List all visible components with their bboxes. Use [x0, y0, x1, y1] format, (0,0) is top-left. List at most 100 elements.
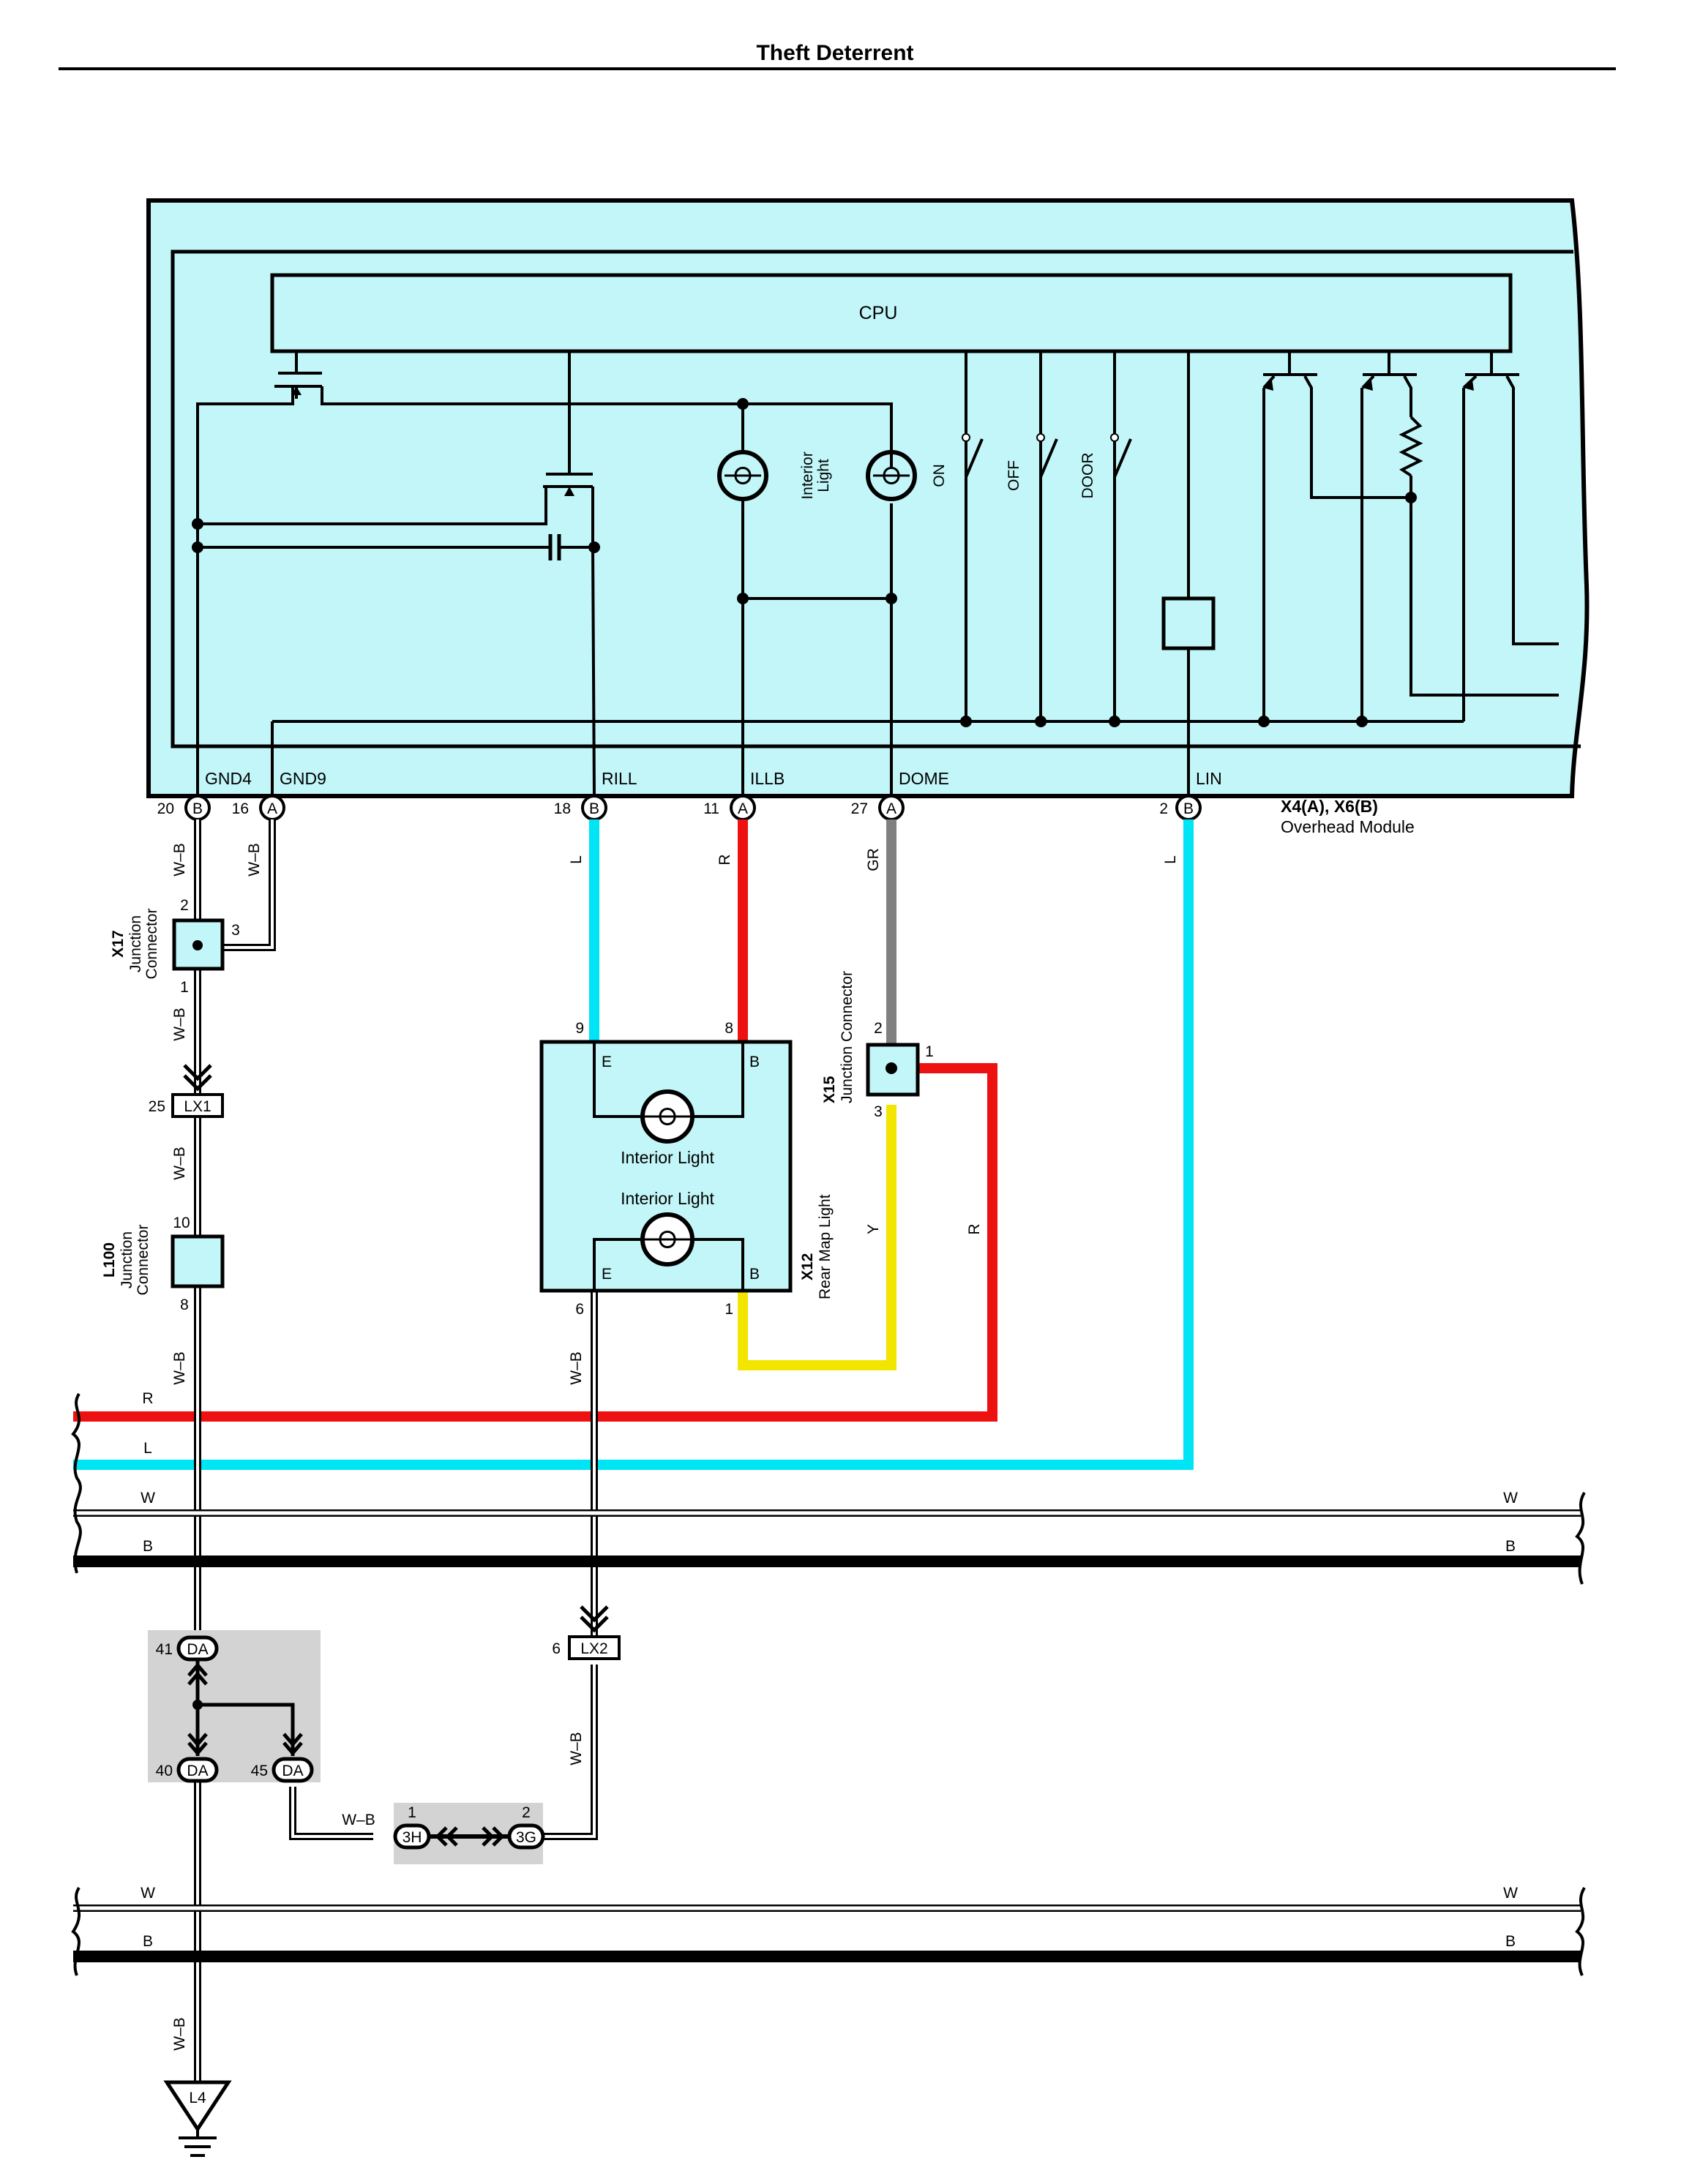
wire-label-wb: W–B	[568, 1351, 585, 1385]
junction-dots	[192, 398, 1417, 727]
lx2-connector: LX2 6	[552, 1605, 621, 1660]
wire-lin-blue	[73, 819, 1194, 1470]
fet-gnd4-arrow	[291, 386, 302, 395]
da-pin: 45	[251, 1763, 268, 1779]
colored-wires	[73, 819, 1194, 1470]
g3-pin: 2	[522, 1804, 531, 1821]
pin-connector: B	[589, 800, 599, 817]
wire-label-r: R	[966, 1223, 983, 1234]
bus-label-r: R	[142, 1390, 153, 1407]
bus-label-b: B	[143, 1538, 153, 1555]
x17-id: X17	[110, 930, 127, 957]
wire-labels: W–B W–B L R GR L W–B W–B W–B W–B Y R W–B…	[141, 843, 1518, 2051]
lx1-connector: LX1 25	[149, 1064, 224, 1118]
chevron-down-icon	[187, 1733, 208, 1756]
switch-contact	[1036, 433, 1045, 442]
bus-label-w: W	[1503, 1490, 1518, 1506]
l100-line2: Connector	[135, 1225, 151, 1296]
x15-id: X15	[821, 1076, 838, 1103]
cpu-block	[270, 273, 1513, 353]
wire-label-wb: W–B	[171, 1351, 188, 1385]
da-splice-block: DA DA DA 41 40 45	[148, 1630, 321, 1783]
h3-label: 3H	[403, 1829, 422, 1846]
x15-name: Junction Connector	[839, 971, 856, 1103]
switch-contacts	[965, 351, 1132, 721]
overhead-module: CPU Interior Light ON OFF DOOR	[146, 198, 1590, 798]
wire-label-wb: W–B	[342, 1812, 375, 1828]
ground-l4: L4	[163, 2080, 232, 2157]
x15-pin: 2	[874, 1020, 883, 1037]
bus-label-b: B	[1505, 1538, 1516, 1555]
wb-wires	[194, 819, 598, 2100]
h3-g3-connector: 3H 3G 1 2	[393, 1803, 545, 1864]
pin-name-gnd9: GND9	[280, 769, 326, 788]
da-label: DA	[187, 1641, 208, 1658]
x15-pin: 3	[874, 1103, 883, 1120]
x12-id: X12	[799, 1253, 816, 1280]
bus-label-w: W	[141, 1490, 155, 1506]
x17-pin: 1	[180, 979, 189, 996]
x12-lamp2-label: Interior Light	[621, 1189, 714, 1208]
wire-label-gr: GR	[865, 848, 882, 871]
pin-number: 16	[232, 800, 249, 817]
pin-name-dome: DOME	[899, 769, 949, 788]
wire-label-wb: W–B	[568, 1732, 585, 1765]
wire-label-wb: W–B	[171, 2017, 188, 2051]
x17-pin: 2	[180, 897, 189, 914]
transistor-arrow	[1263, 380, 1273, 391]
bus-label-w: W	[141, 1885, 155, 1902]
pin-name-rill: RILL	[602, 769, 637, 788]
interior-light-label-line2: Light	[815, 459, 832, 492]
switch-label-off: OFF	[1006, 460, 1022, 491]
bulb-filament-icon	[873, 467, 910, 484]
module-inner-frame	[171, 249, 1581, 748]
x12-terminal-e: E	[602, 1266, 612, 1283]
x17-line2: Connector	[143, 909, 160, 980]
chevron-down-icon	[183, 1064, 212, 1092]
wire-label-wb: W–B	[171, 1147, 188, 1180]
da-pin: 40	[156, 1763, 173, 1779]
pin-connector: B	[1183, 800, 1194, 817]
lx1-pin: 25	[149, 1098, 165, 1115]
lin-transceiver	[1161, 596, 1216, 650]
transistor-arrow	[1363, 380, 1373, 391]
x12-lamp1-label: Interior Light	[621, 1148, 714, 1167]
chevron-right-icon	[482, 1826, 505, 1847]
page-title: Theft Deterrent	[756, 41, 913, 65]
pin-connector: A	[267, 800, 277, 817]
wire-label-wb: W–B	[171, 1007, 188, 1041]
bulb-filament-icon	[725, 467, 761, 484]
pin-connector: A	[886, 800, 896, 817]
bulb-filament-icon	[644, 1108, 692, 1125]
x12-pin: 8	[725, 1020, 733, 1037]
x12-pin: 9	[575, 1020, 584, 1037]
bulb-icon	[717, 450, 768, 501]
x17-pin: 3	[231, 922, 240, 939]
x12-terminal-b: B	[749, 1266, 760, 1283]
transistor-arrow	[1464, 380, 1474, 391]
pin-number: 20	[157, 800, 174, 817]
wire-x15-red	[73, 1063, 997, 1422]
wire-label-l: L	[1162, 855, 1179, 864]
l100-line1: Junction	[119, 1231, 135, 1288]
bulb-icon	[866, 450, 917, 501]
chevron-down-icon	[282, 1733, 303, 1756]
bus-lines	[71, 1392, 1586, 1976]
wire-x15-yellow	[738, 1105, 896, 1370]
pin-number: 18	[554, 800, 571, 817]
transistor-group	[1262, 351, 1559, 697]
pin-name-illb: ILLB	[750, 769, 785, 788]
pin-name-lin: LIN	[1196, 769, 1222, 788]
x12-rear-map-light: Interior Light Interior Light E B E B 9 …	[539, 1020, 834, 1318]
h3-pin: 1	[408, 1804, 416, 1821]
x17-junction-connector: 2 3 1 X17 Junction Connector	[110, 897, 240, 996]
pin-name-gnd4: GND4	[205, 769, 252, 788]
lx2-pin: 6	[552, 1640, 561, 1657]
interior-light-internal-wiring	[741, 404, 893, 796]
x17-line1: Junction	[127, 915, 144, 972]
module-id: X4(A), X6(B)	[1281, 797, 1378, 816]
switch-label-on: ON	[931, 464, 948, 487]
lx2-label: LX2	[580, 1640, 607, 1657]
bus-break-marks	[71, 1392, 1586, 1976]
pin-connector: A	[738, 800, 748, 817]
